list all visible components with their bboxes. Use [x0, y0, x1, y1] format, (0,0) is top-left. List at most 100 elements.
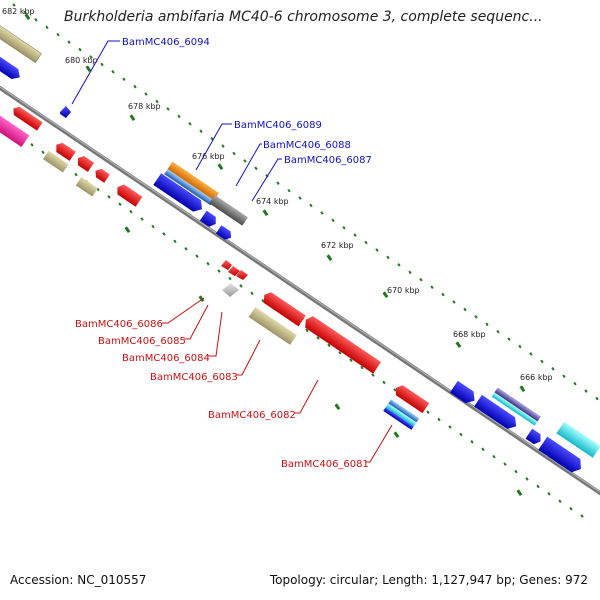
scale-dot [485, 322, 489, 327]
scale-dot [12, 3, 16, 7]
gene-blue-2 [153, 173, 203, 212]
scale-dot [78, 47, 82, 52]
gene-label-6081: BamMC406_6081 [281, 459, 369, 470]
gene-label-6088: BamMC406_6088 [263, 140, 351, 151]
scale-dot [239, 284, 243, 288]
gene-khaki-4 [248, 307, 297, 345]
scale-dot [23, 10, 27, 15]
scale-dot [459, 432, 463, 437]
gene-red-small-2 [228, 266, 240, 276]
scale-dot [518, 344, 522, 349]
leader-lines-top [71, 40, 282, 202]
tick-label-672: 672 kbp [321, 241, 354, 250]
gene-label-6089: BamMC406_6089 [234, 120, 322, 131]
scale-dot [30, 143, 34, 147]
scale-dot [309, 203, 313, 208]
gene-blue-9 [383, 407, 414, 430]
gene-blue-6 [474, 394, 517, 429]
scale-dot [569, 506, 573, 511]
scale-dot [470, 440, 474, 444]
tick-label-680: 680 kbp [65, 56, 98, 65]
scale-dot [386, 255, 390, 260]
scale-dot [177, 114, 181, 119]
scale-dot [492, 454, 496, 459]
scale-dot [206, 261, 210, 266]
tick-label-668: 668 kbp [453, 330, 486, 339]
tick-label-666: 666 kbp [520, 373, 553, 382]
tick-label-674: 674 kbp [256, 197, 289, 206]
scale-dot [558, 499, 562, 504]
scale-dot [243, 159, 247, 163]
forward-strand-genes [0, 25, 600, 473]
gene-gray-1 [209, 195, 233, 216]
scale-dot [89, 55, 93, 59]
scale-dot [536, 484, 540, 489]
scale-dot [547, 492, 551, 496]
leader-lines-bottom [162, 297, 393, 463]
gene-label-6085: BamMC406_6085 [98, 336, 186, 347]
scale-dot [140, 217, 144, 221]
scale-tick-labels: 682 kbp 680 kbp 678 kbp 676 kbp 674 kbp … [2, 7, 553, 382]
scale-dot [595, 396, 599, 401]
gene-red-small-3 [236, 270, 248, 280]
gene-red-8 [395, 385, 430, 414]
scale-dot [426, 410, 430, 414]
scale-dot [382, 380, 386, 385]
scale-dot [217, 269, 221, 273]
gene-purple [494, 387, 541, 422]
gene-label-6082: BamMC406_6082 [208, 410, 296, 421]
gene-light-blue [388, 399, 420, 423]
scale-dot [188, 121, 192, 126]
scale-dot [331, 218, 335, 223]
scale-dot [100, 62, 104, 67]
genome-backbone [0, 86, 600, 495]
scale-dot [419, 277, 423, 282]
tick-label-682: 682 kbp [2, 7, 35, 16]
scale-dot [327, 343, 331, 348]
scale-dot [496, 329, 500, 334]
scale-dot [353, 233, 357, 237]
gene-pink [0, 112, 30, 147]
scale-dot [481, 447, 485, 452]
gene-blue-3 [199, 210, 216, 227]
scale-dot [349, 358, 353, 362]
reverse-strand-genes [0, 106, 430, 430]
tick-label-676: 676 kbp [192, 152, 225, 161]
scale-dot [133, 84, 137, 89]
gene-blue-8 [538, 436, 581, 473]
gene-red-3 [77, 156, 95, 172]
gene-red-small-1 [221, 260, 232, 270]
gene-khaki-2 [43, 150, 69, 173]
scale-dot [34, 18, 38, 22]
gene-cyan-3 [385, 403, 417, 427]
scale-dot [45, 25, 49, 30]
scale-dot [199, 129, 203, 134]
scale-dot [507, 337, 511, 341]
scale-dot [430, 285, 434, 289]
gene-label-6087: BamMC406_6087 [284, 155, 372, 166]
scale-dot [155, 99, 159, 104]
gene-label-6086: BamMC406_6086 [75, 319, 163, 330]
scale-dot [393, 388, 397, 392]
scale-dot [287, 188, 291, 193]
scale-dot [342, 225, 346, 230]
scale-dot [276, 181, 280, 186]
gene-labels-top: BamMC406_6094 BamMC406_6089 BamMC406_608… [122, 37, 372, 166]
scale-ticks [20, 13, 526, 497]
scale-dot [580, 514, 584, 518]
scale-dot [250, 291, 254, 296]
gene-label-6083: BamMC406_6083 [150, 372, 238, 383]
scale-dot [144, 92, 148, 96]
scale-dot [408, 270, 412, 275]
gene-orange [167, 161, 220, 201]
scale-dot [298, 196, 302, 200]
scale-dot [525, 477, 529, 481]
gene-red-2 [56, 142, 76, 161]
gene-blue-5 [449, 380, 475, 404]
gene-red-6 [263, 292, 306, 327]
scale-dot [562, 374, 566, 379]
scale-dot [371, 373, 375, 377]
scale-dot [437, 417, 441, 422]
scale-dot [162, 232, 166, 236]
